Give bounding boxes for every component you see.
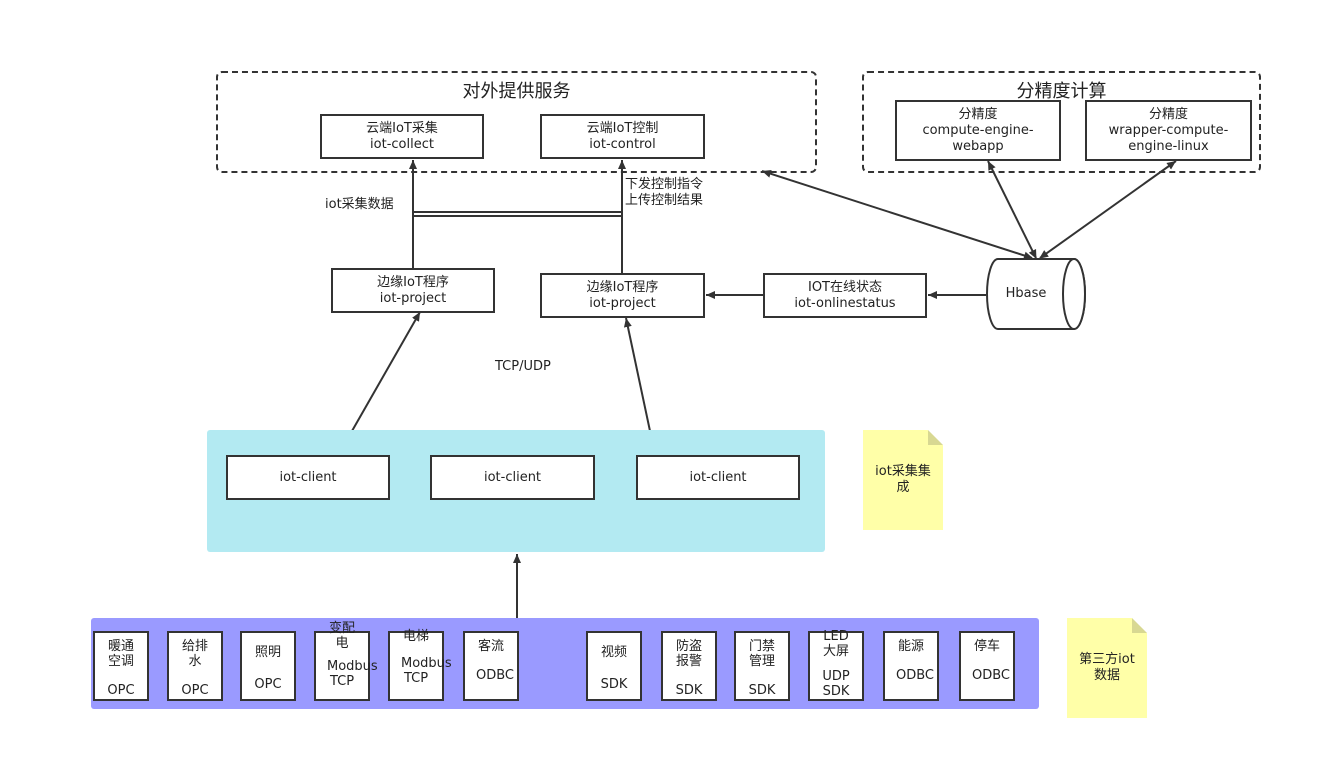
hbase-to-webapp xyxy=(987,160,1037,259)
service-compute-engine-linux[interactable]: 分精度 wrapper-compute- engine-linux xyxy=(1085,100,1252,161)
source-hvac[interactable]: 暖通空调 OPC xyxy=(93,631,149,701)
webapp-line2: compute-engine- xyxy=(922,122,1034,138)
source-name: 客流 xyxy=(477,639,504,654)
source-video[interactable]: 视频 SDK xyxy=(586,631,642,701)
edge-program-left-line1: 边缘IoT程序 xyxy=(377,274,449,290)
source-energy[interactable]: 能源 ODBC xyxy=(883,631,939,701)
group-precision-title: 分精度计算 xyxy=(1016,81,1107,102)
source-elevator[interactable]: 电梯 Modbus TCP xyxy=(388,629,452,701)
source-led-screen[interactable]: LED大屏 UDP SDK xyxy=(808,629,864,701)
label-control-cmd: 下发控制指令 xyxy=(625,177,704,192)
source-power-distribution[interactable]: 变配电 Modbus TCP xyxy=(314,621,378,701)
source-name: 视频 xyxy=(600,645,627,660)
label-tcp-udp: TCP/UDP xyxy=(495,359,551,374)
source-passenger-flow[interactable]: 客流 ODBC xyxy=(463,631,519,701)
source-name: 暖通空调 xyxy=(107,639,134,669)
edge-program-right-line2: iot-project xyxy=(589,295,656,311)
note-fold-corner xyxy=(1132,618,1147,633)
source-protocol: Modbus TCP xyxy=(401,656,452,686)
hbase-to-external xyxy=(761,169,1033,260)
source-lighting[interactable]: 照明 OPC xyxy=(240,631,296,701)
hbase-to-linux xyxy=(1039,160,1177,259)
group-external-services xyxy=(216,71,817,173)
group-external-title: 对外提供服务 xyxy=(462,81,571,102)
edge-program-left[interactable]: 边缘IoT程序 iot-project xyxy=(331,268,495,313)
source-name: LED大屏 xyxy=(822,629,849,659)
note-fold-corner xyxy=(928,430,943,445)
source-protocol: OPC xyxy=(254,677,282,692)
source-name: 照明 xyxy=(254,645,281,660)
group-precision-compute xyxy=(862,71,1261,173)
source-protocol: ODBC xyxy=(476,668,515,683)
iot-client-2[interactable]: iot-client xyxy=(430,455,595,500)
source-protocol: ODBC xyxy=(896,668,935,683)
source-access-control[interactable]: 门禁管理 SDK xyxy=(734,631,790,701)
service-control-line2: iot-control xyxy=(589,136,656,152)
label-collect-data: iot采集数据 xyxy=(325,197,394,212)
client-3-label: iot-client xyxy=(689,469,747,485)
source-name: 电梯 xyxy=(402,629,429,644)
edge-program-right-line1: 边缘IoT程序 xyxy=(586,279,659,295)
webapp-line1: 分精度 xyxy=(958,106,998,122)
webapp-line3: webapp xyxy=(952,138,1004,154)
service-collect-line1: 云端IoT采集 xyxy=(366,120,438,136)
source-protocol: Modbus TCP xyxy=(327,659,378,689)
source-protocol: ODBC xyxy=(972,668,1011,683)
note-integration-text: iot采集集成 xyxy=(875,464,931,495)
source-protocol: SDK xyxy=(675,683,703,698)
onlinestatus-line1: IOT在线状态 xyxy=(807,279,882,295)
source-protocol: SDK xyxy=(748,683,776,698)
source-name: 门禁管理 xyxy=(748,639,775,669)
source-name: 变配电 xyxy=(328,621,355,651)
source-anti-theft[interactable]: 防盗报警 SDK xyxy=(661,631,717,701)
client-2-label: iot-client xyxy=(483,469,542,485)
source-protocol: SDK xyxy=(600,677,628,692)
source-protocol: UDP SDK xyxy=(822,669,850,699)
service-compute-engine-webapp[interactable]: 分精度 compute-engine- webapp xyxy=(895,100,1061,161)
iot-client-3[interactable]: iot-client xyxy=(636,455,800,500)
note-integration: iot采集集成 xyxy=(863,430,943,530)
edge-program-right[interactable]: 边缘IoT程序 iot-project xyxy=(540,273,705,318)
client-1-label: iot-client xyxy=(279,469,337,485)
iot-client-1[interactable]: iot-client xyxy=(226,455,390,500)
source-protocol: OPC xyxy=(181,683,209,698)
service-control-line1: 云端IoT控制 xyxy=(586,120,659,136)
hbase-label: Hbase xyxy=(1005,286,1047,301)
label-upload-result: 上传控制结果 xyxy=(625,193,704,208)
source-name: 防盗报警 xyxy=(675,639,702,669)
service-iot-control[interactable]: 云端IoT控制 iot-control xyxy=(540,114,705,159)
service-iot-collect[interactable]: 云端IoT采集 iot-collect xyxy=(320,114,484,159)
note-third-party: 第三方iot数据 xyxy=(1067,618,1147,718)
onlinestatus-line2: iot-onlinestatus xyxy=(794,295,896,311)
edge-program-left-line2: iot-project xyxy=(379,290,447,306)
client-to-right-program xyxy=(623,317,651,432)
source-name: 能源 xyxy=(897,639,924,654)
client-to-left-program xyxy=(351,311,421,432)
service-collect-line2: iot-collect xyxy=(370,136,434,152)
linux-line1: 分精度 xyxy=(1148,106,1188,122)
source-protocol: OPC xyxy=(107,683,135,698)
linux-line3: engine-linux xyxy=(1128,138,1209,154)
linux-line2: wrapper-compute- xyxy=(1108,122,1229,138)
source-name: 给排水 xyxy=(181,639,208,669)
source-name: 停车 xyxy=(973,639,1000,654)
iot-onlinestatus[interactable]: IOT在线状态 iot-onlinestatus xyxy=(763,273,927,318)
source-parking[interactable]: 停车 ODBC xyxy=(959,631,1015,701)
source-water[interactable]: 给排水 OPC xyxy=(167,631,223,701)
note-third-party-text: 第三方iot数据 xyxy=(1079,652,1135,683)
